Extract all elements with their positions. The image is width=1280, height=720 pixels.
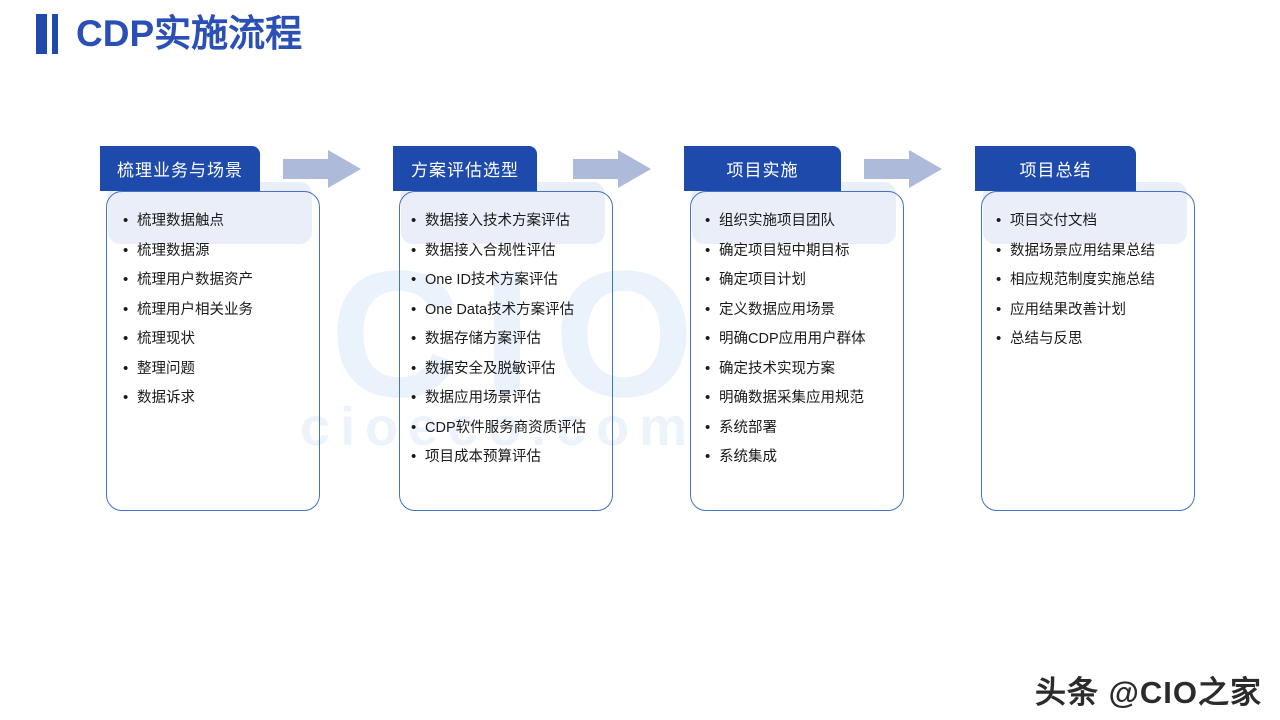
stage-2-item-list: 数据接入技术方案评估 数据接入合规性评估 One ID技术方案评估 One Da…	[410, 211, 602, 478]
stage-3-header-label: 项目实施	[726, 161, 799, 180]
list-item: 数据场景应用结果总结	[995, 241, 1187, 261]
list-item: 总结与反思	[995, 329, 1187, 349]
stage-2-header-label: 方案评估选型	[411, 161, 519, 180]
list-item: 整理问题	[122, 359, 312, 379]
list-item: 项目成本预算评估	[410, 447, 602, 467]
list-item: 应用结果改善计划	[995, 300, 1187, 320]
list-item: 组织实施项目团队	[704, 211, 896, 231]
flow-arrow-1-2-icon	[283, 150, 361, 188]
list-item: 数据安全及脱敏评估	[410, 359, 602, 379]
list-item: 数据接入技术方案评估	[410, 211, 602, 231]
list-item: 数据接入合规性评估	[410, 241, 602, 261]
page-title: CDP实施流程	[76, 13, 303, 54]
stage-4-card	[981, 191, 1195, 511]
stage-3-item-list: 组织实施项目团队 确定项目短中期目标 确定项目计划 定义数据应用场景 明确CDP…	[704, 211, 896, 478]
list-item: 系统部署	[704, 418, 896, 438]
list-item: 相应规范制度实施总结	[995, 270, 1187, 290]
arrow-head	[328, 150, 361, 188]
list-item: 数据应用场景评估	[410, 388, 602, 408]
flow-arrow-3-4-icon	[864, 150, 942, 188]
list-item: 项目交付文档	[995, 211, 1187, 231]
stage-4-header-label: 项目总结	[1019, 161, 1092, 180]
arrow-head	[618, 150, 651, 188]
title-accent-bar-thin-icon	[52, 14, 58, 54]
list-item: 明确数据采集应用规范	[704, 388, 896, 408]
list-item: 确定项目计划	[704, 270, 896, 290]
list-item: 明确CDP应用用户群体	[704, 329, 896, 349]
stage-1-header[interactable]: 梳理业务与场景	[100, 146, 260, 191]
stage-4-header[interactable]: 项目总结	[975, 146, 1136, 191]
bottom-watermark-text: 头条 @CIO之家	[1035, 675, 1262, 710]
list-item: 数据诉求	[122, 388, 312, 408]
title-accent-bar-wide-icon	[36, 14, 47, 54]
list-item: 梳理数据源	[122, 241, 312, 261]
page-title-row: CDP实施流程	[0, 0, 1280, 70]
stage-2-header[interactable]: 方案评估选型	[393, 146, 537, 191]
list-item: 定义数据应用场景	[704, 300, 896, 320]
arrow-head	[909, 150, 942, 188]
list-item: One ID技术方案评估	[410, 270, 602, 290]
list-item: 确定技术实现方案	[704, 359, 896, 379]
arrow-body	[283, 159, 330, 179]
list-item: 梳理数据触点	[122, 211, 312, 231]
list-item: 数据存储方案评估	[410, 329, 602, 349]
stage-3-header[interactable]: 项目实施	[684, 146, 841, 191]
stage-1-header-label: 梳理业务与场景	[117, 161, 243, 180]
list-item: One Data技术方案评估	[410, 300, 602, 320]
flow-arrow-2-3-icon	[573, 150, 651, 188]
list-item: 系统集成	[704, 447, 896, 467]
stage-1-card	[106, 191, 320, 511]
stage-1-item-list: 梳理数据触点 梳理数据源 梳理用户数据资产 梳理用户相关业务 梳理现状 整理问题…	[122, 211, 312, 419]
list-item: 梳理现状	[122, 329, 312, 349]
list-item: 梳理用户相关业务	[122, 300, 312, 320]
stage-2-card	[399, 191, 613, 511]
arrow-body	[573, 159, 620, 179]
stage-3-card	[690, 191, 904, 511]
list-item: 梳理用户数据资产	[122, 270, 312, 290]
list-item: 确定项目短中期目标	[704, 241, 896, 261]
list-item: CDP软件服务商资质评估	[410, 418, 602, 438]
stage-4-item-list: 项目交付文档 数据场景应用结果总结 相应规范制度实施总结 应用结果改善计划 总结…	[995, 211, 1187, 360]
arrow-body	[864, 159, 911, 179]
